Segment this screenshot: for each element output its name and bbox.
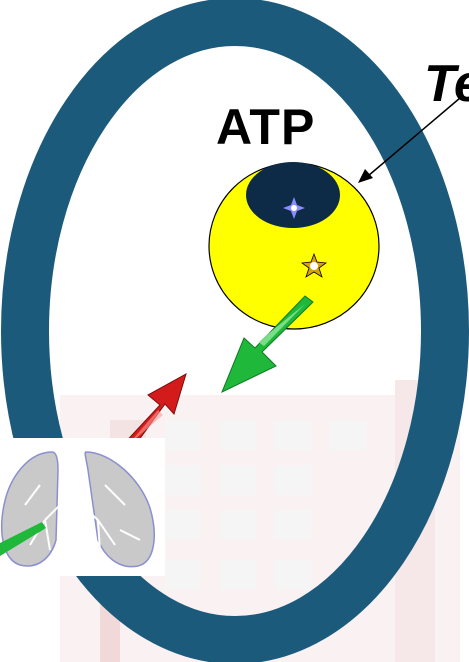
sparkle-icon [300,252,328,278]
cell-nucleus [246,162,340,228]
cell-type-label: Te [424,55,469,113]
lungs-icon [0,438,165,576]
label-pointer [358,97,461,183]
sparkle-icon [283,197,305,219]
green-arrow [221,295,314,394]
atp-label: ATP [216,99,316,155]
